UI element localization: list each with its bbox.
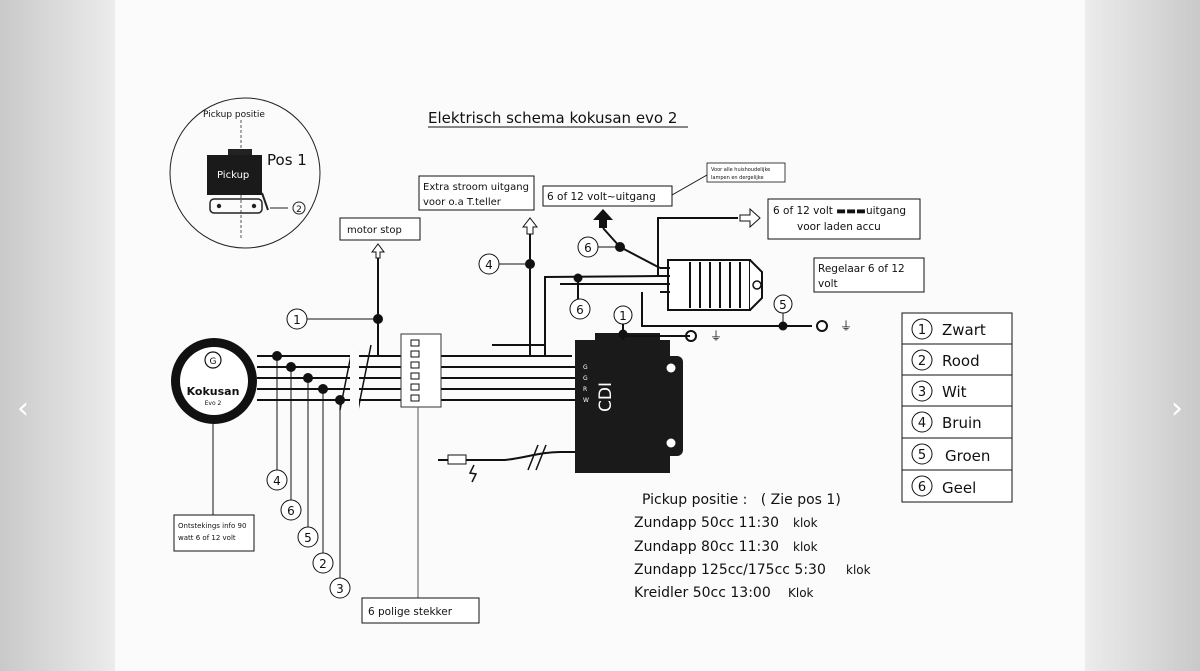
svg-text:6: 6: [287, 504, 295, 518]
svg-text:Geel: Geel: [942, 479, 976, 497]
svg-text:6: 6: [584, 241, 592, 255]
inset-pickup-label: Pickup: [217, 170, 249, 181]
generator-sub: Evo 2: [205, 400, 222, 407]
inset-pickup-positie-label: Pickup positie: [203, 110, 265, 120]
chevron-right-icon: ›: [1171, 390, 1183, 426]
next-image-button[interactable]: ›: [1157, 386, 1197, 430]
inset-number: 2: [296, 205, 302, 215]
svg-text:Bruin: Bruin: [942, 414, 982, 432]
svg-text:3: 3: [918, 385, 926, 400]
wire-drop-lines: [276, 356, 341, 578]
six-pin-connector: [400, 333, 442, 408]
bottom-wire-markers: 4 6 5 2 3: [266, 469, 351, 599]
svg-text:volt: volt: [818, 278, 838, 290]
cdi-label: CDI: [596, 382, 616, 412]
pickup-block: [207, 155, 262, 195]
svg-text:motor stop: motor stop: [347, 225, 402, 236]
svg-text:voor o.a T.teller: voor o.a T.teller: [423, 197, 502, 208]
svg-text:3: 3: [336, 582, 344, 596]
svg-text:5: 5: [918, 448, 926, 463]
svg-text:6: 6: [918, 480, 926, 495]
svg-text:Regelaar 6 of 12: Regelaar 6 of 12: [818, 263, 905, 275]
dc-output-box: 6 of 12 volt ▬▬▬uitgang voor laden accu: [767, 198, 921, 240]
svg-text:4: 4: [485, 258, 493, 272]
svg-text:1: 1: [619, 309, 627, 323]
legend-row: 2 Rood: [911, 349, 980, 371]
small-note-box: Voor alle huishoudelijke lampen en derge…: [706, 162, 786, 183]
svg-text:Voor alle huishoudelijke: Voor alle huishoudelijke: [711, 167, 770, 173]
svg-text:klok: klok: [793, 516, 818, 530]
pickup-info: Pickup positie : ( Zie pos 1) Zundapp 50…: [634, 492, 871, 601]
svg-text:Zundapp 50cc 11:30: Zundapp 50cc 11:30: [634, 515, 779, 531]
svg-text:6: 6: [576, 303, 584, 317]
arrow-up-extra: [521, 217, 539, 235]
svg-text:G: G: [210, 357, 217, 367]
svg-text:Extra stroom uitgang: Extra stroom uitgang: [423, 182, 529, 193]
svg-text:6 polige stekker: 6 polige stekker: [368, 606, 453, 618]
svg-text:W: W: [583, 397, 589, 404]
stekker-box: 6 polige stekker: [361, 597, 480, 624]
svg-text:G: G: [583, 364, 588, 371]
svg-text:klok: klok: [793, 540, 818, 554]
wiring-diagram-sheet: Elektrisch schema kokusan evo 2 Pickup p…: [115, 0, 1085, 671]
kokusan-generator: G Kokusan Evo 2: [171, 338, 257, 424]
svg-text:1: 1: [918, 323, 926, 338]
svg-text:R: R: [583, 386, 587, 393]
svg-text:Zundapp 80cc 11:30: Zundapp 80cc 11:30: [634, 539, 779, 555]
cdi-unit: CDI G G R W: [575, 333, 683, 473]
svg-text:G: G: [583, 375, 588, 382]
motor-stop-box: motor stop: [339, 217, 421, 241]
svg-text:Zundapp 125cc/175cc 5:30: Zundapp 125cc/175cc 5:30: [634, 562, 826, 578]
svg-text:Ontstekings info 90: Ontstekings info 90: [178, 522, 246, 530]
diagram-title: Elektrisch schema kokusan evo 2: [428, 109, 677, 127]
legend-row: 3 Wit: [911, 380, 967, 402]
pickup-info-heading: Pickup positie : ( Zie pos 1): [642, 492, 841, 508]
regulator: [660, 259, 763, 311]
svg-text:1: 1: [293, 313, 301, 327]
svg-text:Kreidler 50cc 13:00: Kreidler 50cc 13:00: [634, 585, 771, 601]
svg-text:4: 4: [918, 416, 926, 431]
arrow-right-dc: [739, 207, 761, 229]
svg-text:2: 2: [918, 354, 926, 369]
previous-image-button[interactable]: ‹: [3, 386, 43, 430]
svg-text:4: 4: [273, 474, 281, 488]
inset-pos-label: Pos 1: [267, 151, 307, 169]
svg-text:Groen: Groen: [945, 447, 990, 465]
svg-text:2: 2: [319, 557, 327, 571]
generator-label: Kokusan: [187, 385, 240, 398]
svg-text:5: 5: [779, 298, 787, 312]
legend-row: 6 Geel: [911, 475, 976, 497]
arrow-up-motor-stop: [371, 243, 385, 259]
regulator-box: Regelaar 6 of 12 volt: [813, 257, 925, 293]
legend-row: 1 Zwart: [911, 318, 986, 340]
spark-plug-wire: [438, 444, 575, 483]
svg-text:5: 5: [304, 531, 312, 545]
svg-text:voor laden accu: voor laden accu: [797, 221, 881, 233]
wire-number-markers: 1 4 6 6 1 5: [286, 236, 793, 330]
svg-text:⏚: ⏚: [840, 319, 852, 333]
arrow-up-ac: [593, 209, 613, 228]
svg-text:6 of 12 volt~uitgang: 6 of 12 volt~uitgang: [547, 191, 656, 203]
svg-text:Wit: Wit: [942, 383, 967, 401]
ac-output-box: 6 of 12 volt~uitgang: [542, 185, 673, 207]
svg-text:lampen en dergelijke: lampen en dergelijke: [711, 175, 764, 181]
svg-text:Rood: Rood: [942, 352, 980, 370]
wiring-diagram: Elektrisch schema kokusan evo 2 Pickup p…: [169, 97, 1013, 624]
svg-text:⏚: ⏚: [710, 329, 722, 343]
legend-row: 5 Groen: [911, 443, 990, 465]
legend-row: 4 Bruin: [911, 411, 982, 433]
chevron-left-icon: ‹: [17, 390, 29, 426]
svg-text:6 of 12 volt ▬▬▬uitgang: 6 of 12 volt ▬▬▬uitgang: [773, 205, 906, 217]
ontsteking-info-box: Ontstekings info 90 watt 6 of 12 volt: [173, 514, 255, 552]
svg-text:Zwart: Zwart: [942, 321, 986, 339]
color-legend: 1 Zwart 2 Rood 3 Wit 4 Bruin 5 Groen: [901, 312, 1013, 503]
pickup-position-inset: Pickup positie Pickup 2 Pos 1: [169, 97, 321, 249]
svg-text:watt 6 of 12 volt: watt 6 of 12 volt: [178, 534, 236, 542]
extra-stroom-box: Extra stroom uitgang voor o.a T.teller: [418, 175, 535, 211]
svg-text:klok: klok: [846, 563, 871, 577]
svg-text:Klok: Klok: [788, 586, 814, 600]
regulator-wires: [544, 217, 812, 356]
